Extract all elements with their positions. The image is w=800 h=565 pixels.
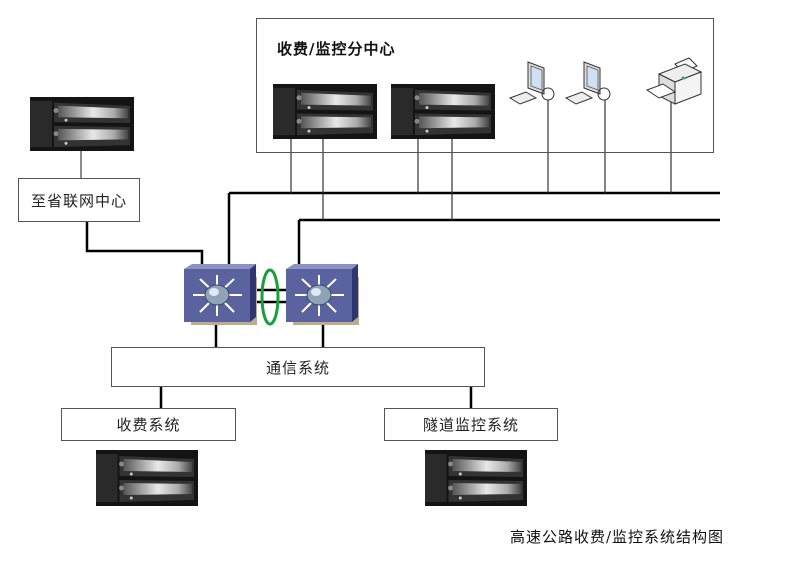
provincial-server-icon [30,97,134,151]
diagram-caption: 高速公路收费/监控系统结构图 [510,528,725,546]
communication-system-label: 通信系统 [265,358,330,377]
monitoring-subcenter-frame [256,18,714,153]
printer-icon [645,57,703,105]
tunnel-monitoring-node: 隧道监控系统 [384,408,558,441]
center-server-2-icon [391,84,495,139]
monitoring-subcenter-title: 收费/监控分中心 [277,40,396,58]
core-switch-2-icon [286,264,359,325]
workstation-2-icon [564,61,611,105]
communication-system-node: 通信系统 [111,347,485,387]
tunnel-monitoring-label: 隧道监控系统 [422,416,519,434]
provincial-center-label: 至省联网中心 [30,191,127,210]
core-switch-1-icon [184,264,257,325]
toll-server-icon [96,450,198,506]
tunnel-server-icon [425,450,527,506]
prov-switch-link [85,222,204,268]
link-aggregation-ring [260,268,280,326]
workstation-1-icon [508,61,555,105]
center-server-1-icon [273,84,377,139]
toll-system-label: 收费系统 [116,416,181,434]
toll-system-node: 收费系统 [61,408,236,441]
provincial-center-node: 至省联网中心 [18,178,140,222]
